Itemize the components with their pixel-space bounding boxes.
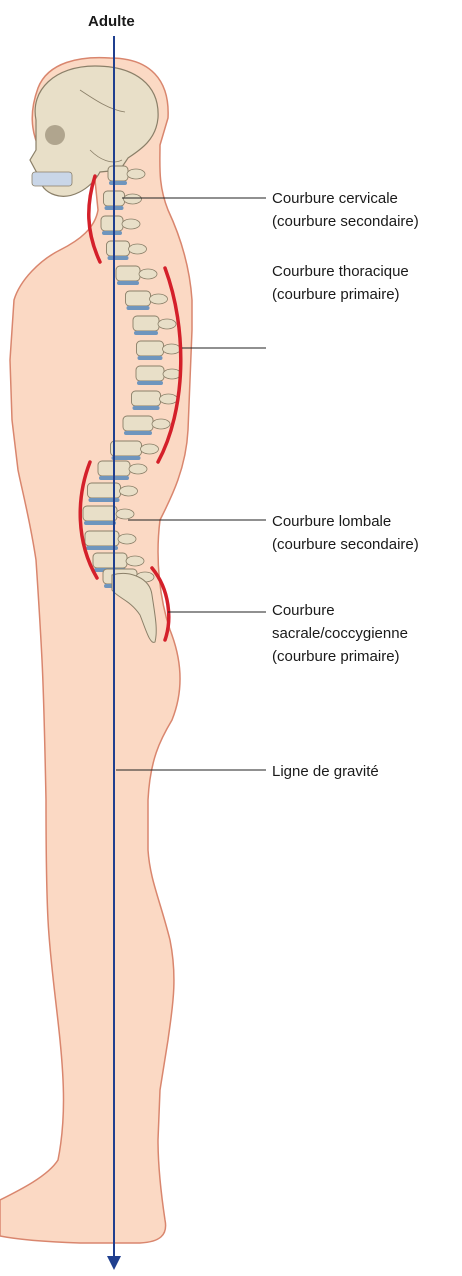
spinous-process (163, 344, 181, 354)
vertebra (136, 366, 164, 381)
spinous-process (141, 444, 159, 454)
spinous-process (129, 244, 147, 254)
body-silhouette (0, 58, 192, 1243)
intervertebral-disc (138, 356, 163, 360)
spinous-process (124, 194, 142, 204)
spinous-process (158, 319, 176, 329)
intervertebral-disc (124, 431, 152, 435)
lumbar-label-line1: Courbure lombale (272, 512, 391, 531)
spinous-process (139, 269, 157, 279)
vertebra (111, 441, 142, 456)
spinous-process (129, 464, 147, 474)
thoracic-label-line2: (courbure primaire) (272, 285, 400, 304)
vertebra (101, 216, 123, 231)
intervertebral-disc (84, 521, 116, 525)
figure-title: Adulte (88, 12, 135, 31)
vertebra (93, 553, 127, 568)
vertebra (133, 316, 159, 331)
lumbar-label-line2: (courbure secondaire) (272, 535, 419, 554)
intervertebral-disc (127, 306, 150, 310)
sacral-label-line1: Courbure (272, 601, 335, 620)
vertebra (116, 266, 140, 281)
spinous-process (152, 419, 170, 429)
spinous-process (127, 169, 145, 179)
cervical-label-line2: (courbure secondaire) (272, 212, 419, 231)
spinous-process (116, 509, 134, 519)
gravity-arrowhead (107, 1256, 121, 1270)
intervertebral-disc (108, 256, 129, 260)
intervertebral-disc (133, 406, 160, 410)
spinous-process (126, 556, 144, 566)
thoracic-label-line1: Courbure thoracique (272, 262, 409, 281)
vertebra (132, 391, 161, 406)
spinous-process (120, 486, 138, 496)
sacral-label-line2: sacrale/coccygienne (272, 624, 408, 643)
vertebra (107, 241, 130, 256)
gravity-label: Ligne de gravité (272, 762, 379, 781)
intervertebral-disc (102, 231, 122, 235)
spinous-process (150, 294, 168, 304)
spinous-process (163, 369, 181, 379)
intervertebral-disc (117, 281, 139, 285)
intervertebral-disc (137, 381, 163, 385)
vertebra (126, 291, 151, 306)
vertebra (83, 506, 117, 521)
spinous-process (160, 394, 178, 404)
cervical-label-line1: Courbure cervicale (272, 189, 398, 208)
vertebra (108, 166, 128, 181)
intervertebral-disc (134, 331, 158, 335)
intervertebral-disc (112, 456, 141, 460)
vertebra (137, 341, 164, 356)
intervertebral-disc (109, 181, 127, 185)
spinous-process (118, 534, 136, 544)
vertebra (123, 416, 153, 431)
vertebra (88, 483, 121, 498)
spinous-process (122, 219, 140, 229)
sacral-label-line3: (courbure primaire) (272, 647, 400, 666)
